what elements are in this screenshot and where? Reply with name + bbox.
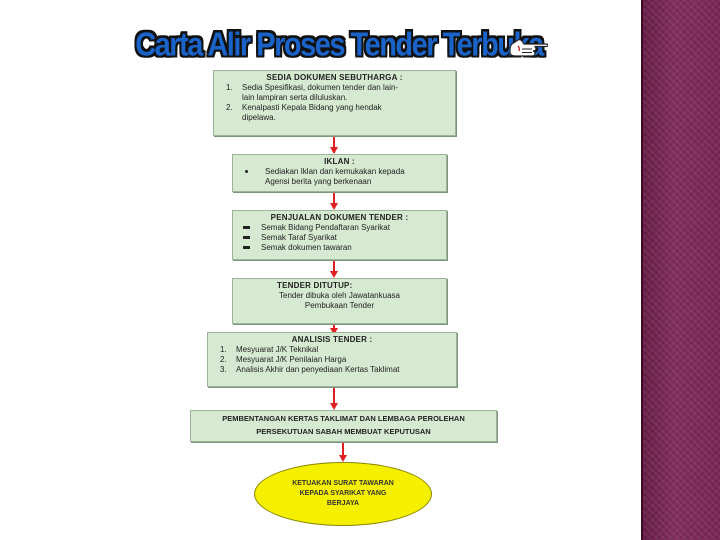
list-item: Semak Taraf Syarikat: [239, 233, 440, 243]
list-item: 1. Mesyuarat J/K Teknikal: [220, 345, 319, 354]
flow-arrow: [330, 261, 338, 278]
flow-step-sedia-dokumen: SEDIA DOKUMEN SEBUTHARGA : 1. Sedia Spes…: [213, 70, 456, 136]
list-item: 2. Kenalpasti Kepala Bidang yang hendak …: [226, 103, 382, 122]
flow-arrow: [330, 137, 338, 154]
flow-end-ellipse: KETUAKAN SURAT TAWARAN KEPADA SYARIKAT Y…: [254, 462, 432, 526]
step-heading: ANALISIS TENDER :: [291, 335, 373, 344]
flow-arrow: [330, 193, 338, 210]
flow-arrow: [330, 388, 338, 410]
pointing-hand-icon: [509, 39, 548, 57]
decorative-side-bar: [641, 0, 720, 540]
flow-step-tender-ditutup: TENDER DITUTUP: Tender dibuka oleh Jawat…: [232, 278, 447, 324]
flow-step-iklan: IKLAN : Sediakan Iklan dan kemukakan kep…: [232, 154, 447, 192]
flow-step-penjualan-dokumen: PENJUALAN DOKUMEN TENDER : Semak Bidang …: [232, 210, 447, 260]
list-item: 2. Mesyuarat J/K Penilaian Harga: [220, 355, 347, 364]
step-heading: IKLAN :: [324, 157, 355, 166]
step-heading: PENJUALAN DOKUMEN TENDER :: [270, 213, 409, 222]
flow-step-analisis-tender: ANALISIS TENDER : 1. Mesyuarat J/K Tekni…: [207, 332, 457, 387]
step-heading: TENDER DITUTUP:: [277, 281, 353, 290]
list-item: 1. Sedia Spesifikasi, dokumen tender dan…: [226, 83, 399, 102]
flow-step-pembentangan: PEMBENTANGAN KERTAS TAKLIMAT DAN LEMBAGA…: [190, 410, 497, 442]
list-item: 3. Analisis Akhir dan penyediaan Kertas …: [220, 365, 400, 374]
list-item: Semak Bidang Pendaftaran Syarikat: [239, 223, 440, 233]
flow-arrow: [339, 443, 347, 462]
step-heading: SEDIA DOKUMEN SEBUTHARGA :: [266, 73, 403, 82]
list-item: Semak dokumen tawaran: [239, 243, 440, 253]
flow-arrow: [330, 325, 338, 335]
list-item: Sediakan Iklan dan kemukakan kepada Agen…: [239, 167, 440, 187]
page-title: Carta Alir Proses Tender Terbuka: [135, 26, 544, 63]
